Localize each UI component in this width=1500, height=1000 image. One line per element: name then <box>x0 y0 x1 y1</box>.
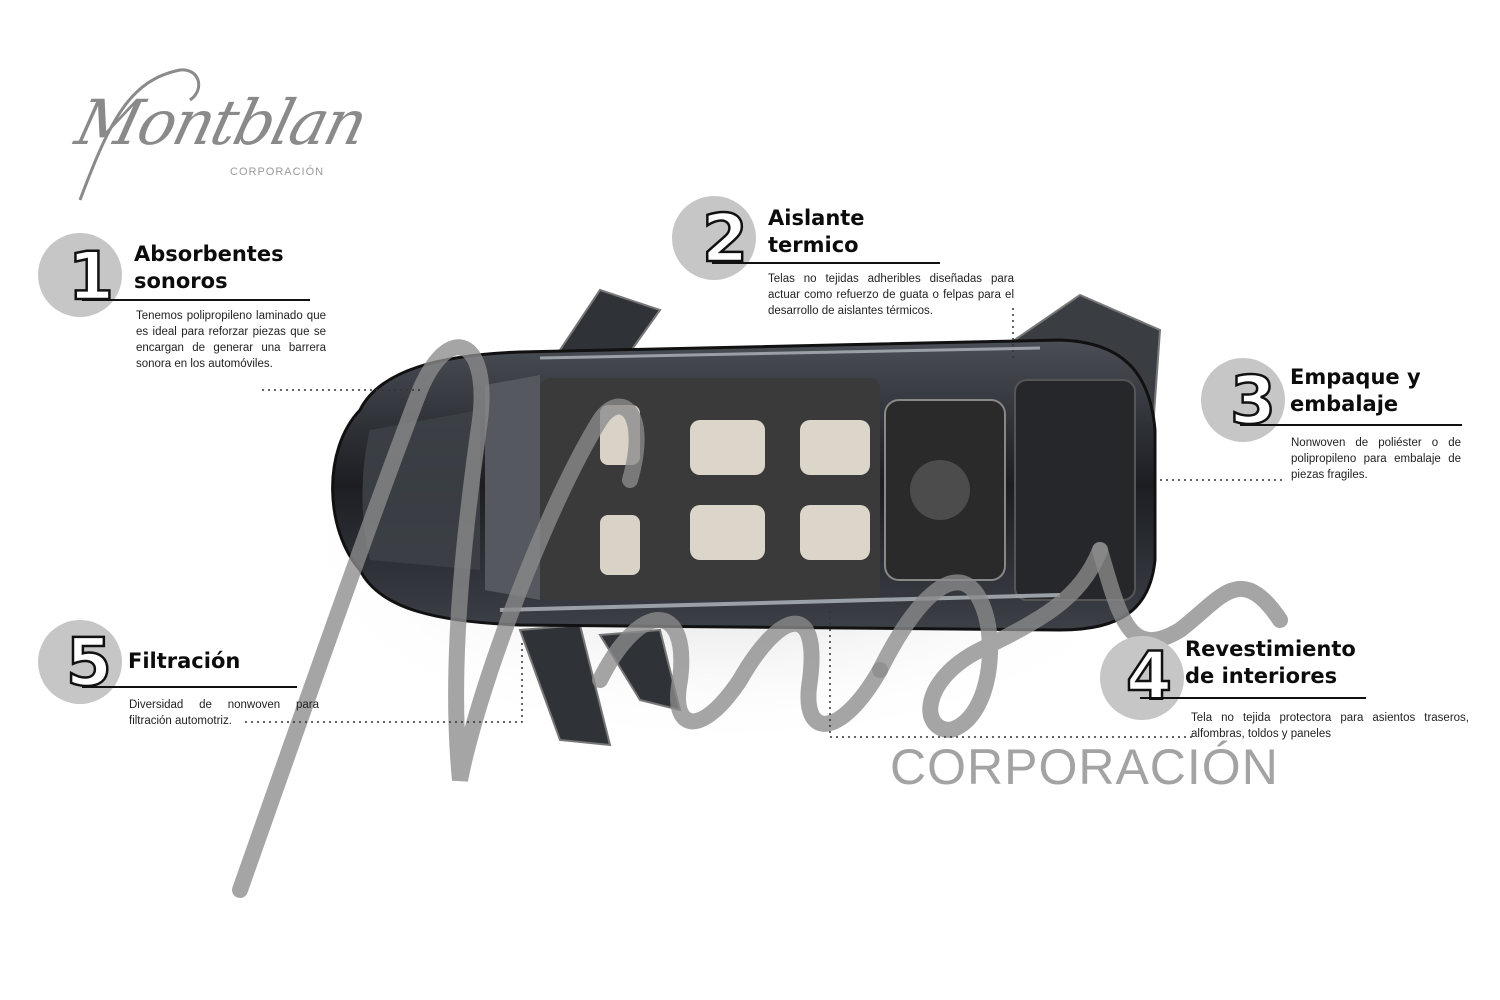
badge-1 <box>38 233 122 317</box>
item-2-title-line2: termico <box>768 233 859 257</box>
item-1-title-line1: Absorbentes <box>134 242 284 266</box>
watermark-subtitle: CORPORACIÓN <box>890 739 1279 795</box>
item-5-title: Filtración <box>128 648 240 675</box>
badge-5 <box>38 620 122 704</box>
item-3-title: Empaque y embalaje <box>1290 364 1421 418</box>
item-2-title: Aislante termico <box>768 205 865 259</box>
car-illustration <box>300 288 1170 750</box>
leader-line-5 <box>245 640 523 723</box>
item-4-title-line2: de interiores <box>1185 664 1338 688</box>
item-4-description: Tela no tejida protectora para asientos … <box>1191 712 1469 740</box>
item-3-title-line2: embalaje <box>1290 392 1399 416</box>
badge-3 <box>1201 358 1285 442</box>
item-2-description: Telas no tejidas adheribles diseñadas pa… <box>768 273 1014 317</box>
item-5-title-line1: Filtración <box>128 649 241 673</box>
item-4-title: Revestimiento de interiores <box>1185 636 1356 690</box>
number-5: 5 <box>65 624 113 701</box>
number-4: 4 <box>1125 638 1173 715</box>
item-5-description: Diversidad de nonwoven para filtración a… <box>129 699 319 727</box>
badge-4 <box>1100 636 1184 720</box>
item-5-rule <box>82 686 297 688</box>
number-2: 2 <box>701 200 749 277</box>
item-3-title-line1: Empaque y <box>1290 365 1421 389</box>
logo-flourish <box>78 68 201 201</box>
item-1-title-line2: sonoros <box>134 269 228 293</box>
item-3-description: Nonwoven de poliéster o de polipropileno… <box>1291 437 1461 481</box>
item-2-rule <box>712 262 940 264</box>
logo-subtitle: CORPORACIÓN <box>230 166 325 178</box>
item-1-rule <box>82 299 310 301</box>
item-4-title-line1: Revestimiento <box>1185 637 1356 661</box>
item-4-rule <box>1140 697 1366 699</box>
watermark-script <box>232 339 1288 898</box>
leader-line-4 <box>829 605 1195 738</box>
item-1-title: Absorbentes sonoros <box>134 241 284 295</box>
item-1-description: Tenemos polipropileno laminado que es id… <box>136 310 326 370</box>
badge-2 <box>672 196 756 280</box>
item-3-rule <box>1240 424 1462 426</box>
item-2-title-line1: Aislante <box>768 206 865 230</box>
number-3: 3 <box>1229 362 1277 439</box>
